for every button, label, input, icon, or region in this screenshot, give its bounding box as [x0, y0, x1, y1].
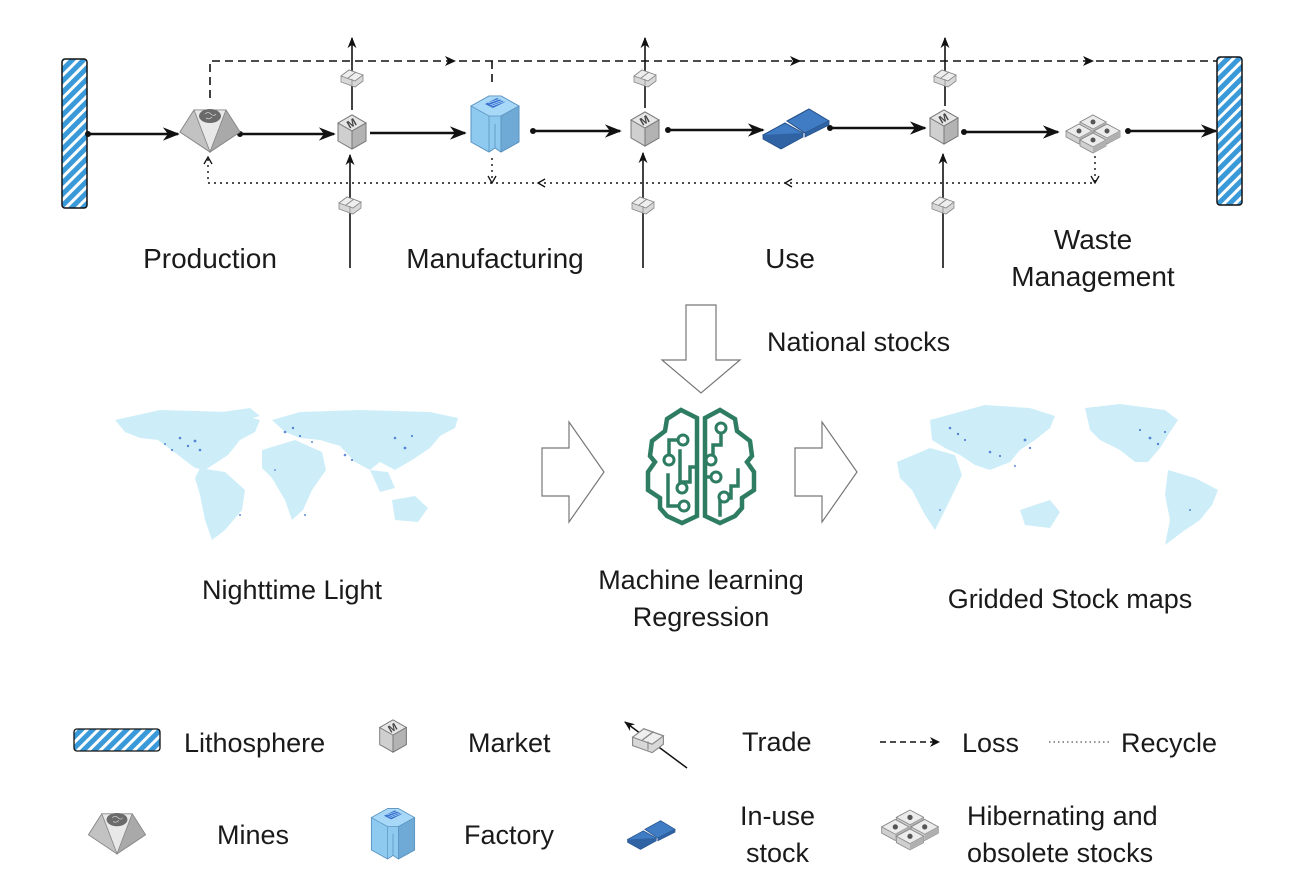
- legend-hibernating-label-2: obsolete stocks: [967, 838, 1154, 868]
- legend-recycle-label: Recycle: [1121, 728, 1218, 758]
- legend-loss-label: Loss: [962, 728, 1020, 758]
- gridded-stock-dots: [939, 426, 1191, 511]
- stage-label-manufacturing: Manufacturing: [406, 243, 584, 274]
- legend-loss-line: [880, 737, 940, 747]
- trade-icon: [338, 196, 362, 215]
- hibernating-stocks-icon: [1066, 115, 1120, 153]
- ml-label-line2: Regression: [632, 602, 770, 632]
- legend-trade-label: Trade: [742, 727, 812, 757]
- trade-icon: [931, 196, 955, 215]
- output-arrow: [794, 420, 858, 524]
- legend-lithosphere-icon: [73, 728, 161, 752]
- gridded-stock-maps-label: Gridded Stock maps: [947, 584, 1193, 614]
- legend-hibernating-icon: [882, 810, 939, 850]
- trade-icon: [631, 196, 655, 215]
- stage-label-use: Use: [765, 243, 815, 274]
- stage-label-management: Management: [1011, 261, 1175, 292]
- brain-circuit-nodes: [662, 421, 731, 513]
- lithosphere-right: [1216, 56, 1243, 206]
- ml-label-line1: Machine learning: [598, 565, 804, 595]
- stage-label-waste: Waste: [1053, 224, 1133, 255]
- legend-lithosphere-label: Lithosphere: [184, 728, 326, 758]
- legend-hibernating-label-1: Hibernating and: [967, 801, 1158, 831]
- mines-icon: [179, 108, 241, 153]
- loss-flow: [209, 60, 1217, 98]
- legend-inuse-label-2: stock: [746, 838, 810, 868]
- main-flow: [87, 121, 1218, 141]
- flow-start-dots: [85, 125, 1131, 137]
- machine-learning-brain-icon: [645, 407, 757, 526]
- recycle-flow: [207, 150, 1096, 184]
- market-icon: [337, 114, 367, 150]
- nighttime-light-label: Nighttime Light: [201, 575, 383, 605]
- trade-icon: [933, 69, 957, 88]
- legend-trade-icon: [624, 721, 688, 769]
- stage-label-production: Production: [143, 243, 277, 274]
- lithosphere-left: [61, 58, 88, 209]
- nighttime-light-map: [115, 408, 458, 540]
- recycle-arrowheads: [203, 155, 1100, 188]
- trade-icon: [633, 69, 657, 88]
- legend-mines-label: Mines: [217, 820, 290, 850]
- trade-icon: [340, 69, 364, 88]
- legend-inuse-label-1: In-use: [740, 801, 816, 831]
- in-use-stock-icon: [762, 108, 830, 150]
- factory-icon: [470, 95, 520, 153]
- legend-factory-icon: [370, 808, 416, 860]
- legend-market-label: Market: [468, 728, 551, 758]
- legend-factory-label: Factory: [464, 820, 555, 850]
- nighttime-light-dots: [164, 426, 414, 516]
- gridded-stock-map: [897, 404, 1218, 545]
- national-stocks-label: National stocks: [767, 327, 951, 357]
- input-arrow: [541, 420, 605, 524]
- legend-in-use-stock-icon: [627, 820, 676, 850]
- legend-mines-icon: [88, 812, 146, 855]
- loss-arrowheads: [445, 56, 1094, 66]
- market-icon: [929, 109, 959, 145]
- national-stocks-arrow: [660, 304, 742, 394]
- market-icon: [630, 111, 660, 147]
- legend-market-icon: [379, 719, 407, 753]
